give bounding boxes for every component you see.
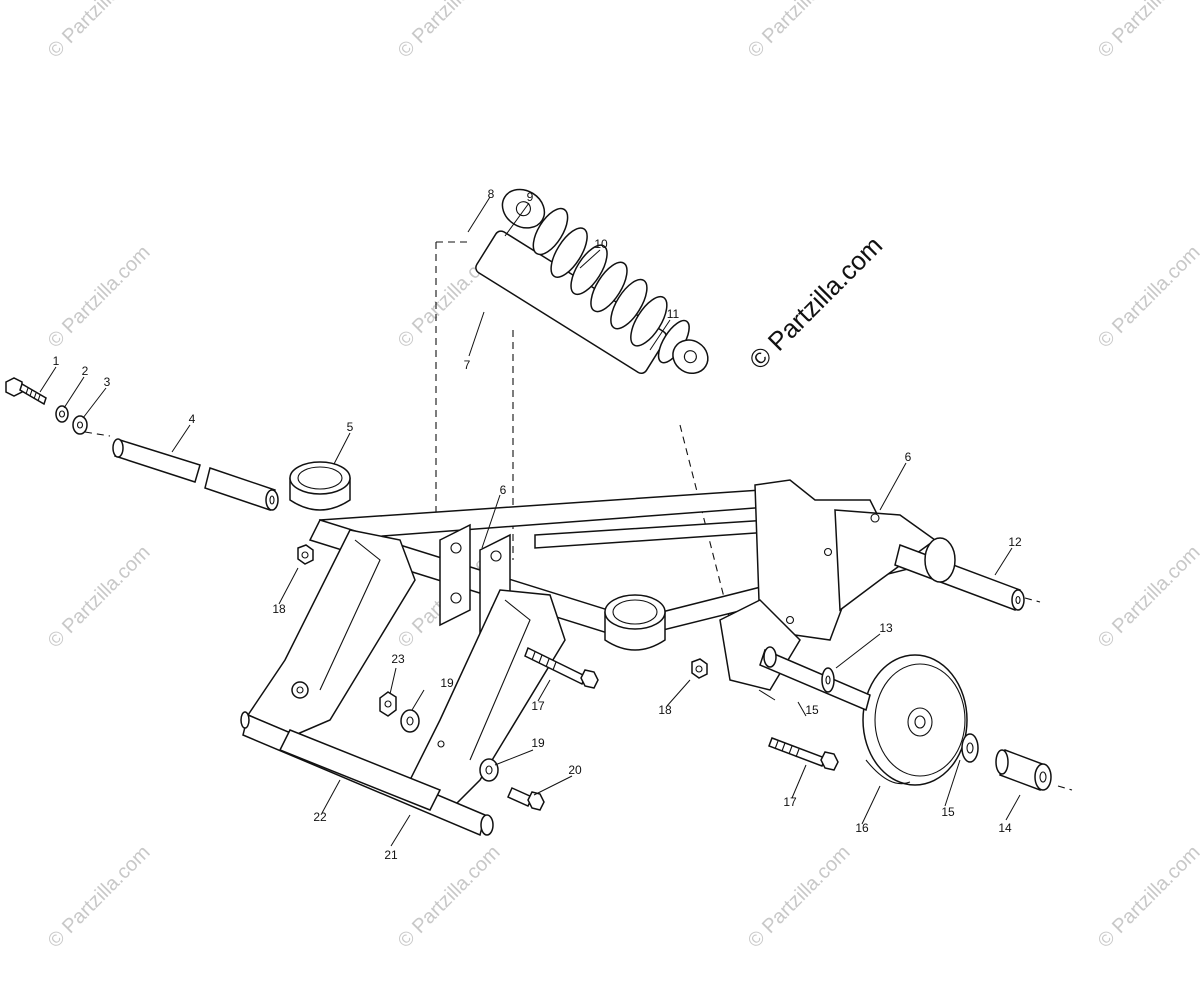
callout-label: 13 bbox=[879, 621, 893, 635]
callout-label: 7 bbox=[463, 358, 471, 372]
callout-label: 3 bbox=[103, 375, 111, 389]
side-plate-right bbox=[398, 589, 566, 816]
side-plate-left bbox=[246, 529, 416, 736]
washer-icon bbox=[400, 709, 420, 733]
callout-label: 15 bbox=[941, 805, 955, 819]
callout-label: 16 bbox=[855, 821, 869, 835]
hole-marker bbox=[437, 740, 445, 748]
bolt-icon bbox=[524, 646, 599, 689]
nut-icon bbox=[297, 544, 314, 565]
bolt-icon bbox=[768, 737, 839, 771]
callout-label: 20 bbox=[568, 763, 582, 777]
washer-icon bbox=[479, 758, 499, 782]
alignment-line bbox=[679, 424, 741, 661]
callout-label: 2 bbox=[81, 364, 89, 378]
alignment-line bbox=[1024, 597, 1041, 603]
bushing-icon bbox=[995, 748, 1052, 792]
cross-shaft-icon bbox=[240, 711, 494, 837]
tube-icon bbox=[112, 438, 279, 511]
nut-icon bbox=[691, 658, 708, 679]
callout-label: 1 bbox=[52, 354, 60, 368]
leader-lines bbox=[39, 196, 1021, 847]
callout-label: 23 bbox=[391, 652, 405, 666]
callout-label: 11 bbox=[666, 307, 680, 321]
bolt-icon bbox=[507, 787, 545, 811]
callout-label: 22 bbox=[313, 810, 327, 824]
callout-label: 18 bbox=[658, 703, 672, 717]
pivot-cup-icon bbox=[289, 461, 351, 511]
callout-label: 14 bbox=[998, 821, 1012, 835]
callout-label: 4 bbox=[188, 412, 196, 426]
shock-absorber-icon bbox=[475, 188, 709, 375]
washer-icon bbox=[55, 405, 69, 423]
rear-bracket bbox=[719, 479, 937, 691]
callout-label: 18 bbox=[272, 602, 286, 616]
callout-label: 21 bbox=[384, 848, 398, 862]
axle-tube-icon bbox=[894, 537, 1025, 611]
spacer-icon bbox=[821, 667, 835, 693]
callout-label: 10 bbox=[594, 237, 608, 251]
nut-icon bbox=[379, 691, 397, 717]
wheel-axle-icon bbox=[759, 646, 871, 712]
callout-label: 17 bbox=[531, 699, 545, 713]
callout-label: 15 bbox=[805, 703, 819, 717]
callout-label: 12 bbox=[1008, 535, 1022, 549]
callout-label: 19 bbox=[440, 676, 454, 690]
bolt-icon bbox=[5, 377, 47, 406]
alignment-line bbox=[1057, 785, 1073, 791]
washer-icon bbox=[961, 733, 979, 763]
callout-label: 8 bbox=[487, 187, 495, 201]
pivot-cup-icon bbox=[604, 594, 666, 651]
callout-label: 9 bbox=[526, 190, 534, 204]
alignment-line bbox=[84, 431, 111, 437]
idler-wheel-icon bbox=[862, 654, 968, 786]
washer-icon bbox=[72, 415, 88, 435]
callout-label: 6 bbox=[904, 450, 912, 464]
callout-label: 17 bbox=[783, 795, 797, 809]
callout-label: 19 bbox=[531, 736, 545, 750]
callout-label: 6 bbox=[499, 483, 507, 497]
callout-label: 5 bbox=[346, 420, 354, 434]
